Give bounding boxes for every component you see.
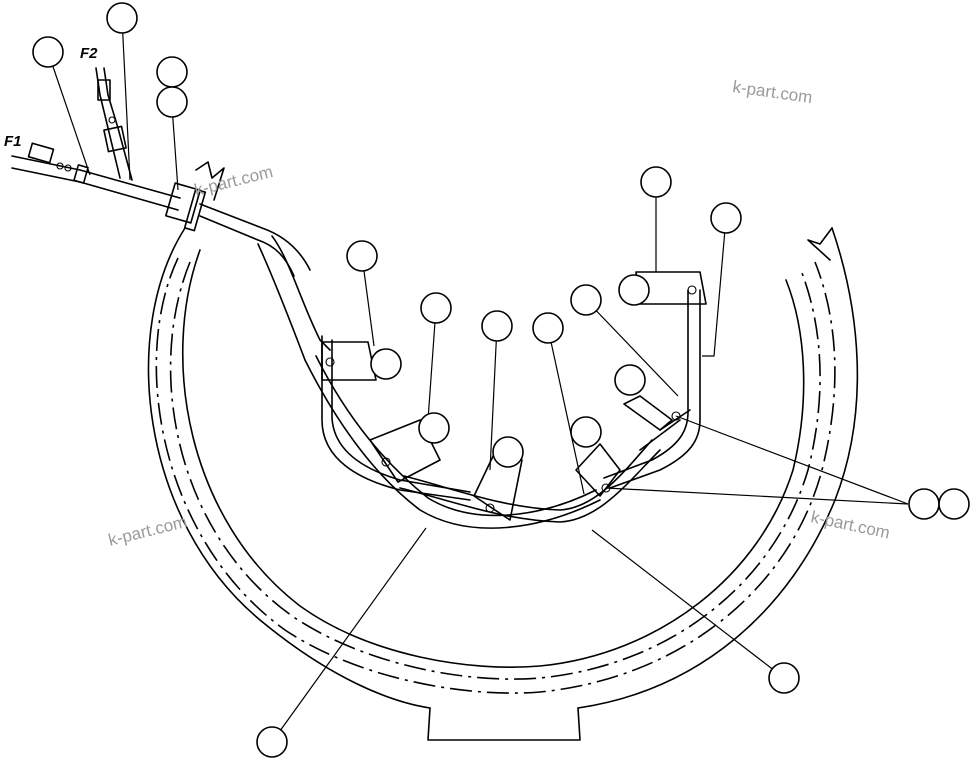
connector-label-f1: F1 — [4, 133, 22, 150]
brackets — [321, 271, 707, 521]
callout-bubble — [420, 292, 452, 324]
callout-bubble — [618, 274, 650, 306]
housing — [147, 161, 859, 741]
watermark-right: k-part.com — [809, 507, 891, 542]
callout-bubble — [570, 416, 602, 448]
callout-bubble — [640, 166, 672, 198]
watermark-left: k-part.com — [106, 512, 189, 550]
callout-bubble — [32, 36, 64, 68]
callout-bubble — [156, 86, 188, 118]
callouts — [32, 2, 970, 758]
callout-bubble — [710, 202, 742, 234]
callout-bubble — [492, 436, 524, 468]
callout-bubble — [908, 488, 940, 520]
callout-bubble — [418, 412, 450, 444]
callout-bubble — [156, 56, 188, 88]
callout-bubble — [532, 312, 564, 344]
callout-bubble — [938, 488, 970, 520]
watermark-top-center: k-part.com — [192, 162, 275, 200]
connector-label-f2: F2 — [80, 45, 98, 62]
callout-bubble — [256, 726, 288, 758]
callout-bubble — [614, 364, 646, 396]
leader-lines — [47, 17, 909, 743]
callout-bubble — [481, 310, 513, 342]
callout-bubble — [370, 348, 402, 380]
callout-bubble — [106, 2, 138, 34]
callout-bubble — [570, 284, 602, 316]
callout-bubble — [346, 240, 378, 272]
watermark-top-right: k-part.com — [731, 77, 813, 107]
callout-bubble — [768, 662, 800, 694]
